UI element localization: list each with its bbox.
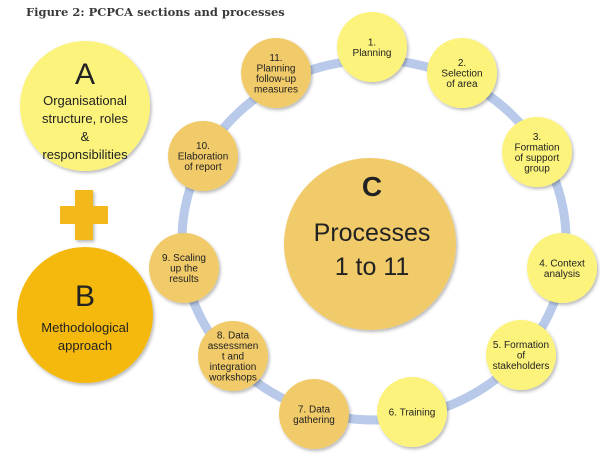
process-node-label: analysis xyxy=(544,269,580,280)
process-node-label: Planning xyxy=(257,63,296,74)
section-c-letter: C xyxy=(362,171,382,202)
process-node-circle xyxy=(241,38,311,108)
section-b-label: Methodological xyxy=(41,320,129,335)
section-a-label: responsibilities xyxy=(42,147,128,162)
process-node-label: Planning xyxy=(353,48,392,59)
process-node-circle xyxy=(377,377,447,447)
process-node-label: 1. xyxy=(368,37,376,48)
process-node-circle xyxy=(337,12,407,82)
section-a-circle: A Organisational structure, roles & respons… xyxy=(20,41,150,171)
process-node-circle xyxy=(486,320,556,390)
process-node-label: integration xyxy=(210,362,257,373)
process-node-label: 2. xyxy=(458,58,466,69)
process-node-circle xyxy=(279,379,349,449)
process-node-label: 5. Formation xyxy=(493,340,549,351)
process-node-label: 3. xyxy=(533,132,541,143)
section-a-label: Organisational xyxy=(43,93,127,108)
process-node-label: results xyxy=(169,274,198,285)
plus-icon xyxy=(60,190,108,240)
process-node-circle xyxy=(198,321,268,391)
section-a-label: & xyxy=(81,129,90,144)
process-node-label: of report xyxy=(184,162,221,173)
process-node-label: workshops xyxy=(208,373,257,384)
process-node-label: of support xyxy=(515,153,560,164)
section-b-letter: B xyxy=(75,280,95,313)
process-node-label: t and xyxy=(222,352,244,363)
section-c-label: 1 to 11 xyxy=(335,253,410,281)
process-node-label: follow-up xyxy=(256,74,296,85)
process-node-label: 8. Data xyxy=(217,331,250,342)
figure-title: Figure 2: PCPCA sections and processes xyxy=(26,5,285,19)
process-node-label: 7. Data xyxy=(298,404,331,415)
process-node-label: assessmen xyxy=(208,341,259,352)
process-node-label: Elaboration xyxy=(178,152,229,163)
process-node-label: Formation xyxy=(514,142,559,153)
process-node-label: 11. xyxy=(269,53,282,64)
process-node-label: up the xyxy=(170,264,198,275)
process-node-6: 6. Training xyxy=(377,377,447,447)
process-node-circle xyxy=(527,233,597,303)
process-node-label: measures xyxy=(254,84,298,95)
section-c-label: Processes xyxy=(314,219,431,247)
section-a-label: structure, roles xyxy=(42,111,128,126)
process-node-label: group xyxy=(524,163,550,174)
section-a-letter: A xyxy=(75,58,95,91)
process-node-label: Selection xyxy=(441,69,482,80)
section-b-label: approach xyxy=(58,338,112,353)
process-node-label: of area xyxy=(446,79,478,90)
process-node-label: 10. xyxy=(196,141,210,152)
section-b-circle: B Methodological approach xyxy=(17,247,153,383)
process-node-circle xyxy=(427,38,497,108)
process-node-circle xyxy=(502,117,572,187)
process-node-label: 9. Scaling xyxy=(162,253,206,264)
process-node-label: of xyxy=(517,351,526,362)
process-node-1: 1.Planning xyxy=(337,12,407,82)
process-node-circle xyxy=(168,121,238,191)
process-node-circle xyxy=(149,233,219,303)
process-node-label: 4. Context xyxy=(539,258,585,269)
section-c-circle: C Processes 1 to 11 xyxy=(284,158,456,330)
process-node-label: stakeholders xyxy=(493,361,550,372)
process-node-label: gathering xyxy=(293,415,335,426)
process-node-label: 6. Training xyxy=(389,408,436,419)
